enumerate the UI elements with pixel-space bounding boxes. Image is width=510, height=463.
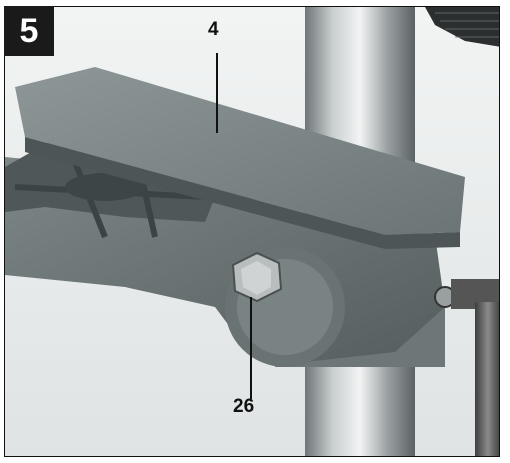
photo-frame [4,6,500,457]
lever-handle [434,279,499,456]
bolt-26 [231,251,283,303]
callout-label-4: 4 [208,19,219,40]
callout-label-26: 26 [233,396,255,417]
drill-press-table-photo [5,7,499,456]
figure-number-badge: 5 [4,6,54,56]
table-plate [15,67,465,235]
